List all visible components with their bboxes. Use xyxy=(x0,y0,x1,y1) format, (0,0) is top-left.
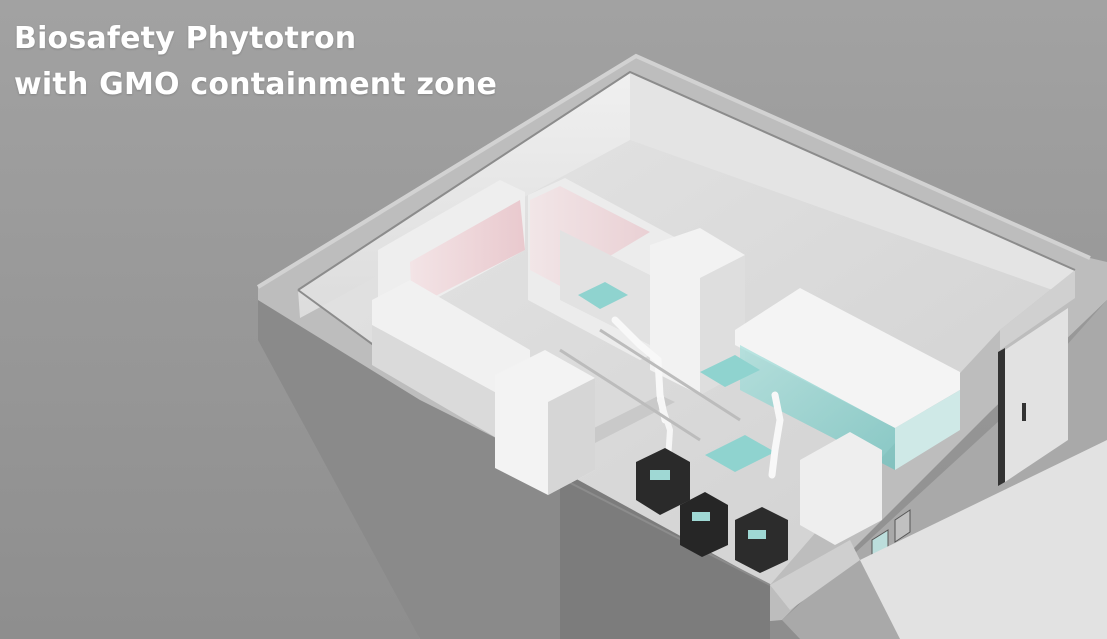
front-wall-face xyxy=(258,300,560,639)
glass-cabinet-top xyxy=(735,288,960,428)
door xyxy=(1005,308,1068,482)
tray-1 xyxy=(700,355,760,387)
glass-cabinet-side xyxy=(895,390,960,470)
front-wall-face-2 xyxy=(560,470,770,639)
robot-arm-2 xyxy=(768,391,784,479)
inner-rim xyxy=(297,70,1076,291)
caption-line-1: Biosafety Phytotron xyxy=(14,21,357,56)
side-room-floor xyxy=(860,440,1107,639)
side-room-inner-wall xyxy=(770,540,860,610)
robot-unit-1 xyxy=(636,448,690,515)
caption-line-2: with GMO containment zone xyxy=(14,67,498,102)
rail-2 xyxy=(599,328,741,422)
window-2 xyxy=(894,509,911,543)
tray-3 xyxy=(578,282,628,309)
tray-2 xyxy=(705,435,775,472)
robot-screen-1 xyxy=(650,470,670,480)
door-handle xyxy=(1022,403,1026,421)
cabinet-left-pink xyxy=(410,200,525,308)
wall-rim xyxy=(256,53,1091,289)
door-frame xyxy=(998,348,1005,486)
right-wall-inner xyxy=(1000,270,1075,350)
robot-screen-2 xyxy=(692,512,710,521)
cabinet-small-right xyxy=(800,432,882,545)
back-wall-right xyxy=(630,72,1075,298)
robot-unit-2 xyxy=(680,492,728,557)
cabinet-left-front-side xyxy=(372,325,500,440)
robot-arm-3 xyxy=(657,397,674,463)
tower-front-side xyxy=(548,378,595,495)
rail-1 xyxy=(559,348,701,442)
robot-unit-3 xyxy=(735,507,788,573)
cabinet-left-front xyxy=(372,280,530,395)
robot-screen-3 xyxy=(748,530,766,539)
video-caption: Biosafety Phytotron with GMO containment… xyxy=(14,16,497,108)
